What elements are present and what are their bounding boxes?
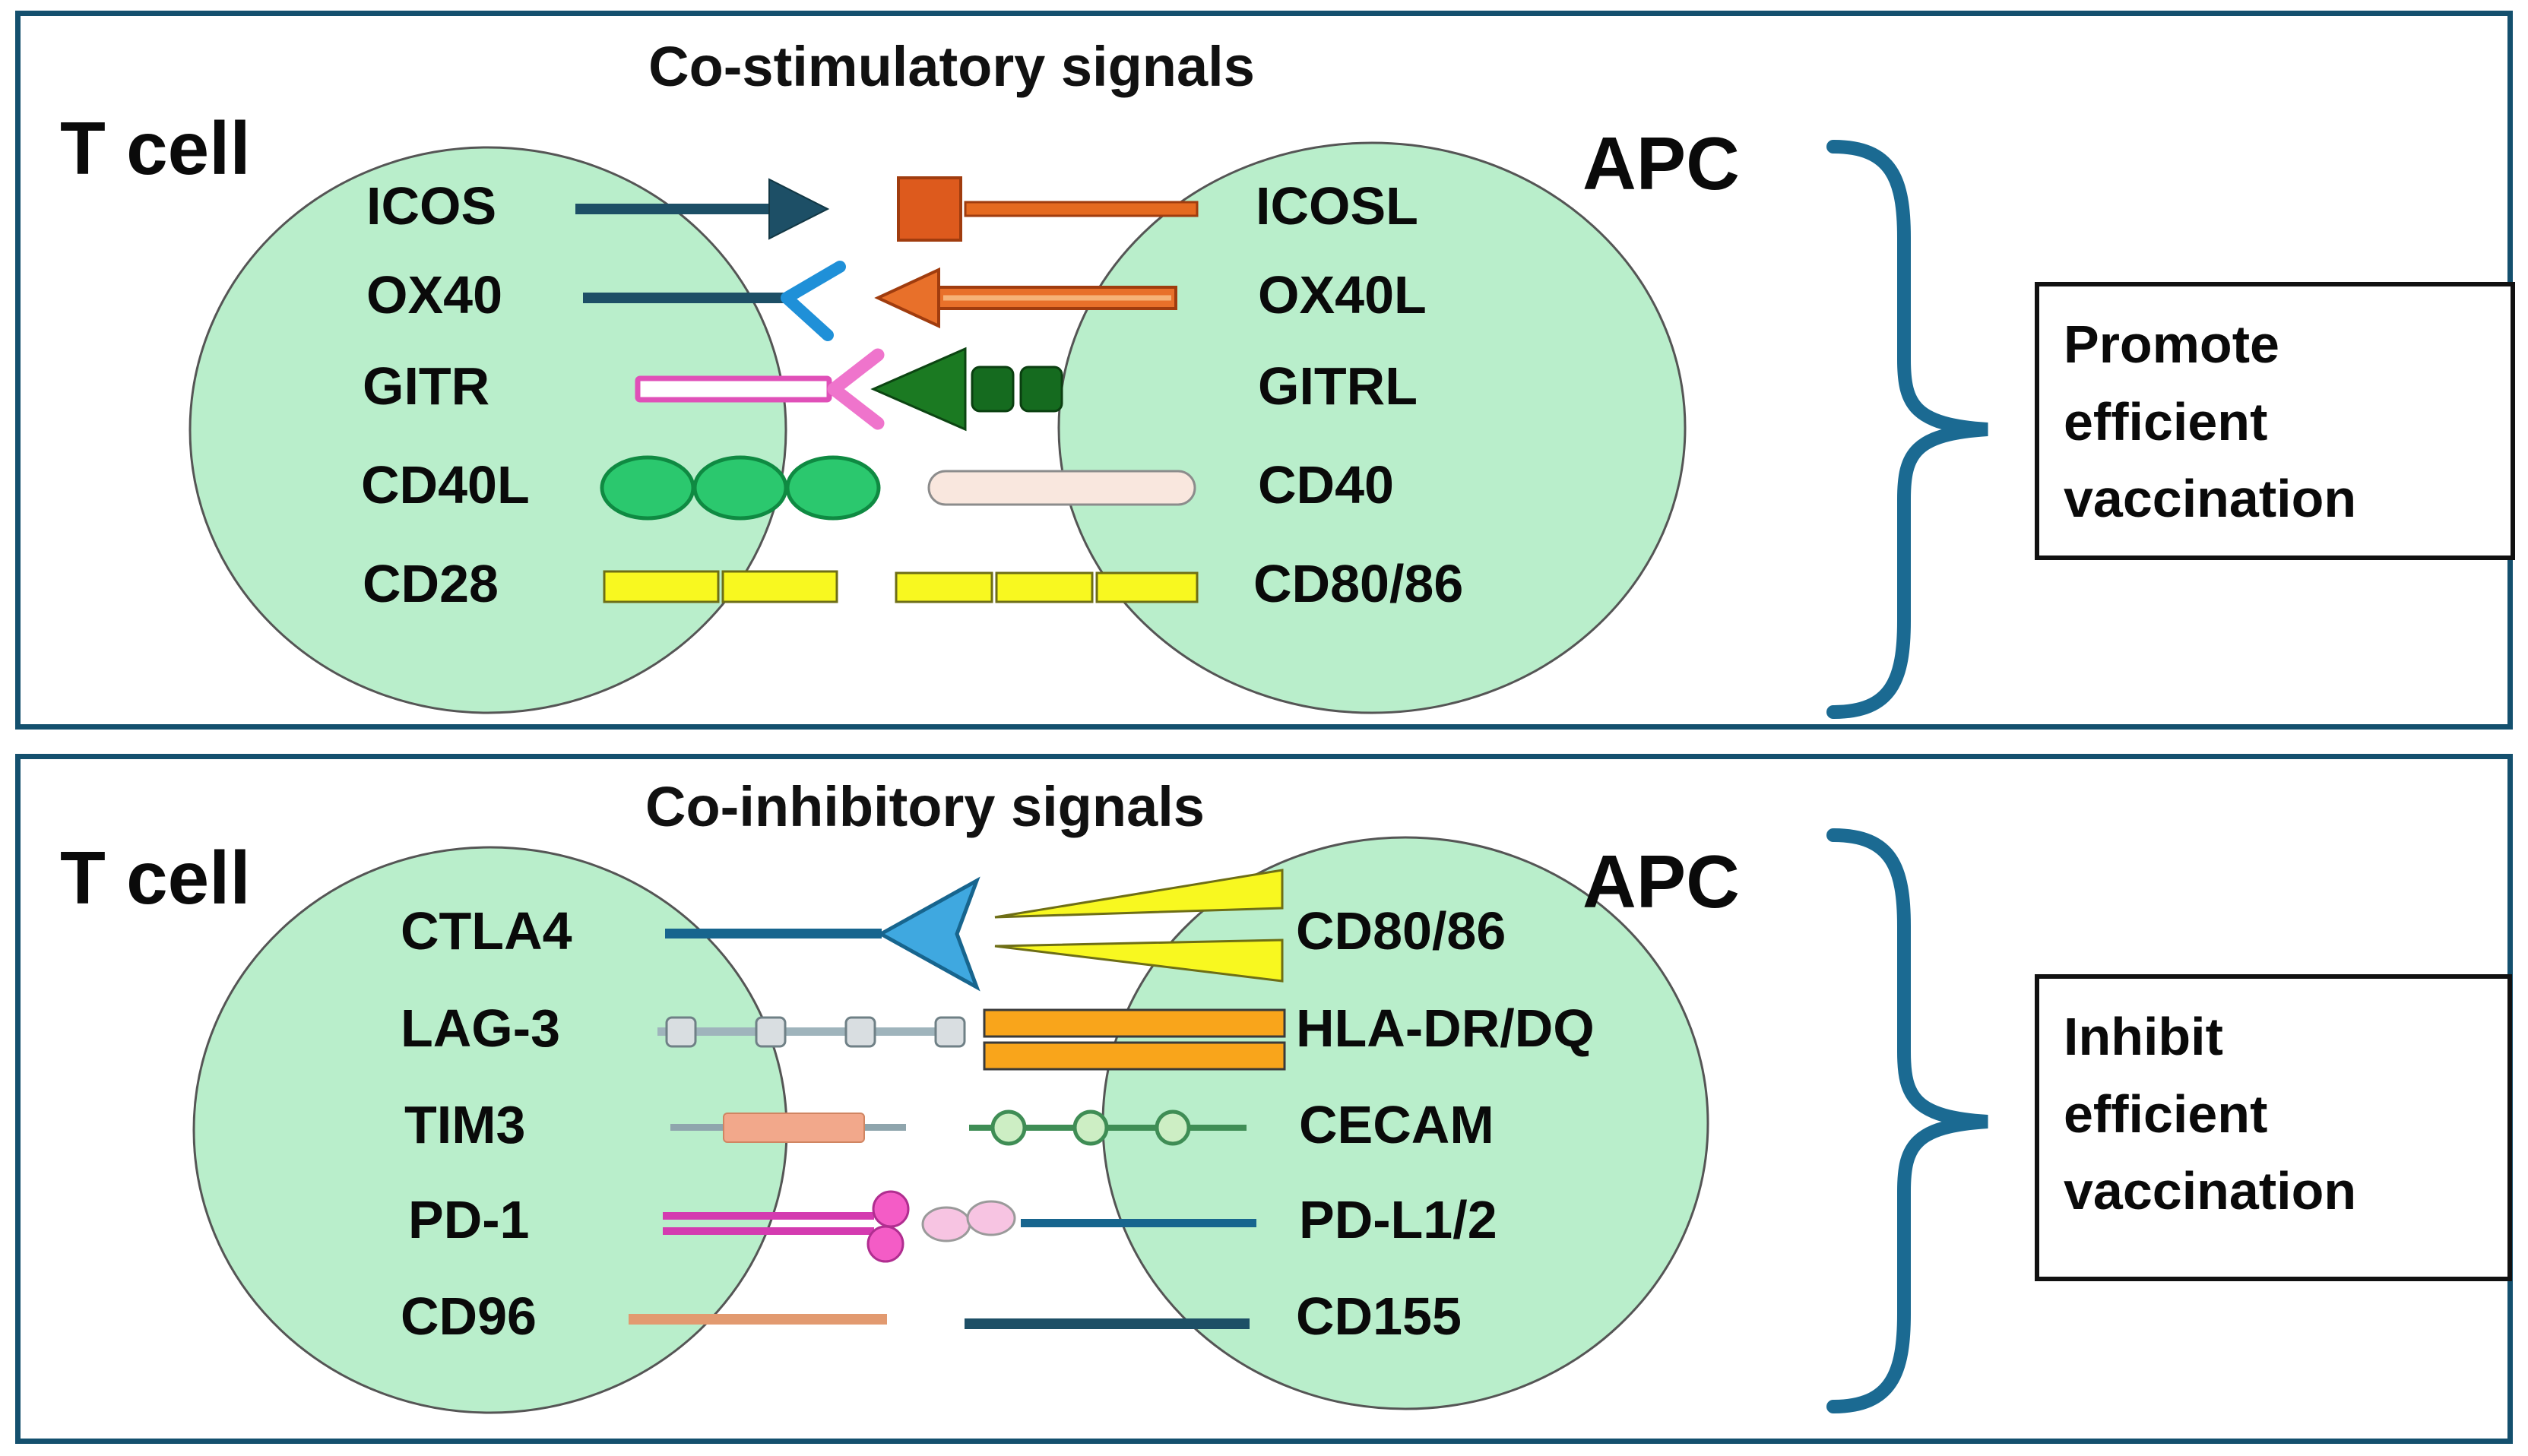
ligand-label-gitrl: GITRL <box>1258 356 1418 416</box>
cd155-ligand-shape <box>965 1318 1250 1329</box>
receptor-label-cd28: CD28 <box>363 554 499 613</box>
receptor-label-ctla4: CTLA4 <box>401 901 572 961</box>
ox40-receptor-shape <box>583 261 846 341</box>
cd80-86-ligand-shape <box>895 571 1199 603</box>
ligand-label-pdl1-2: PD-L1/2 <box>1299 1190 1497 1249</box>
apc-membrane <box>1057 141 1687 714</box>
ligand-label-cd80-86: CD80/86 <box>1253 554 1464 613</box>
ligand-label-cd80-86: CD80/86 <box>1296 901 1506 961</box>
receptor-label-ox40: OX40 <box>366 265 502 324</box>
panel-title-coinhibitory: Co-inhibitory signals <box>645 775 1205 838</box>
ligand-label-ox40l: OX40L <box>1258 265 1427 324</box>
tim3-receptor-shape <box>670 1113 906 1143</box>
inhibit-outcome-text: Inhibit efficient vaccination <box>2064 1007 2357 1220</box>
coinhibitory-panel: Co-inhibitory signals T cell APC CTLA4 L… <box>15 754 2513 1444</box>
promote-brace <box>1826 140 1988 719</box>
apc-label: APC <box>1582 840 1740 923</box>
cd40-ligand-shape <box>927 470 1196 506</box>
ligand-label-cecam: CECAM <box>1299 1095 1494 1154</box>
icos-receptor-shape <box>575 178 830 240</box>
ligand-label-cd40: CD40 <box>1258 455 1394 514</box>
coinhibitory-diagram <box>192 828 1988 1414</box>
costimulatory-panel: Co-stimulatory signals T cell APC ICOS O… <box>15 11 2515 730</box>
ctla4-receptor-shape <box>665 876 980 992</box>
receptor-label-gitr: GITR <box>363 356 490 416</box>
cecam-ligand-shape <box>969 1109 1247 1146</box>
tcell-label: T cell <box>60 106 251 190</box>
tcell-label: T cell <box>60 836 251 919</box>
apc-label: APC <box>1582 122 1740 205</box>
receptor-label-lag3: LAG-3 <box>401 999 560 1058</box>
ligand-label-hla-dr-dq: HLA-DR/DQ <box>1296 999 1595 1058</box>
icosl-ligand-shape <box>897 176 1199 242</box>
cd96-receptor-shape <box>629 1314 887 1325</box>
ox40l-ligand-shape <box>874 267 1177 329</box>
hla-dr-dq-ligand-shape <box>983 1008 1286 1071</box>
promote-outcome-box: Promote efficient vaccination <box>2035 282 2515 560</box>
cd80-86-inhibitory-ligand-shape <box>994 869 1284 983</box>
receptor-label-pd1: PD-1 <box>408 1190 530 1249</box>
receptor-label-icos: ICOS <box>366 176 497 236</box>
pd1-receptor-shape <box>663 1190 910 1263</box>
gitrl-ligand-shape <box>870 347 1063 432</box>
receptor-label-tim3: TIM3 <box>404 1095 526 1154</box>
pdl1-2-ligand-shape <box>921 1200 1256 1242</box>
inhibit-outcome-box: Inhibit efficient vaccination <box>2035 974 2512 1281</box>
costimulatory-diagram <box>188 140 1988 719</box>
cd28-receptor-shape <box>603 570 838 603</box>
panel-title-costimulatory: Co-stimulatory signals <box>648 35 1255 98</box>
promote-outcome-text: Promote efficient vaccination <box>2064 315 2357 528</box>
lag3-receptor-shape <box>657 1016 966 1048</box>
ligand-label-cd155: CD155 <box>1296 1287 1462 1346</box>
receptor-label-cd96: CD96 <box>401 1287 537 1346</box>
ligand-label-icosl: ICOSL <box>1256 176 1418 236</box>
cd40l-receptor-shape <box>600 455 881 521</box>
gitr-receptor-shape <box>635 348 885 430</box>
receptor-label-cd40l: CD40L <box>361 455 530 514</box>
inhibit-brace <box>1826 828 1988 1413</box>
